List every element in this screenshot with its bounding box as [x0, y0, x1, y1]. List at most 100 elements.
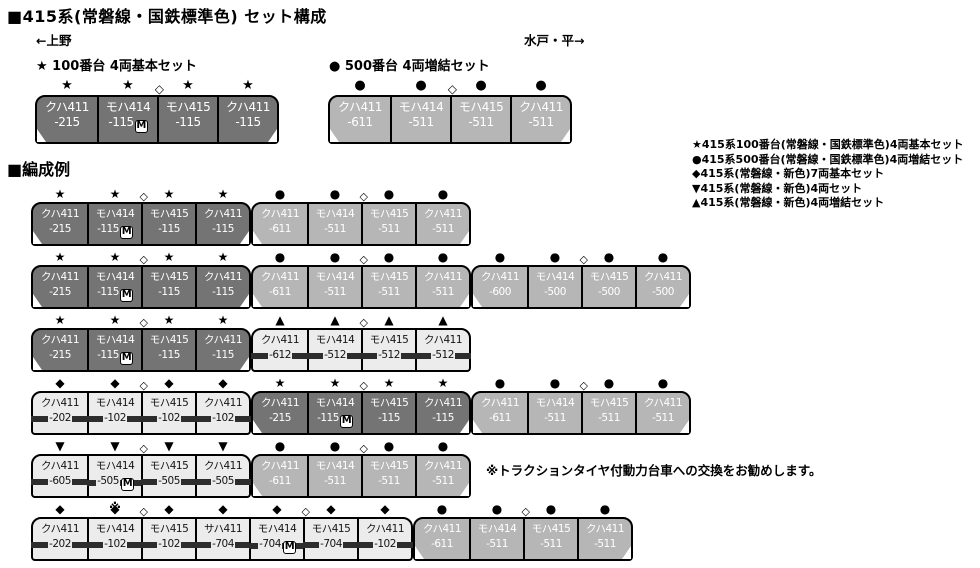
train-car: ★クハ411-215	[37, 79, 97, 142]
car-series: クハ411	[423, 208, 463, 220]
car-number-text: -102	[103, 412, 127, 424]
car-number-text: -115	[175, 115, 201, 129]
set-mark-icon: ★	[217, 313, 229, 327]
car-number-text: -115	[108, 115, 134, 129]
cab-front-icon	[33, 357, 42, 370]
motor-position-icon: ◇	[359, 442, 368, 455]
train-car: ●◇モハ414-511	[390, 79, 457, 142]
set-mark-icon: ●	[274, 250, 286, 264]
train-set: ◆クハ411-202◆◇モハ414-102◆モハ415-102◆サハ411-70…	[31, 502, 413, 561]
set-mark-icon: ▲	[384, 313, 394, 327]
car-number-text: -511	[378, 223, 400, 235]
train-car: ★モハ415-115	[361, 376, 415, 433]
car-series: クハ411	[40, 334, 80, 346]
car-number: -215	[37, 115, 97, 130]
train-car: ●◇モハ414-511	[527, 376, 588, 433]
car-number: -511	[452, 115, 510, 130]
car-number-text: -611	[269, 475, 291, 487]
set-mark-icon: ◆	[326, 502, 336, 516]
car-number: -511	[309, 222, 361, 237]
set-mark-icon: ★	[437, 376, 449, 390]
train-car: ★クハ411-215	[33, 313, 87, 370]
car-number: -512	[307, 348, 363, 363]
motor-position-icon: ◇	[359, 316, 368, 329]
set-mark-icon: ◆	[55, 376, 65, 390]
train-car: ◆モハ415-102	[141, 376, 197, 433]
car-number: -511	[417, 474, 469, 489]
direction-label-ueno: ←上野	[36, 33, 72, 48]
car-number: -202	[31, 411, 89, 426]
motor-icon: M	[119, 352, 133, 365]
train-car: ●クハ411-511	[415, 187, 469, 244]
car-series: モハ415	[149, 523, 189, 535]
car-series: クハ411	[480, 271, 520, 283]
motor-position-icon: ◇	[359, 190, 368, 203]
train-car: ★クハ411-115	[195, 250, 249, 307]
car-number-text: -511	[432, 223, 454, 235]
legend-item: ◆415系(常磐線・新色)7両基本セット	[692, 167, 885, 181]
car-number: -115	[197, 285, 249, 300]
train-car: ★クハ411-215	[33, 187, 87, 244]
legend-item: ●415系500番台(常磐線・国鉄標準色)4両増結セット	[692, 152, 964, 166]
motor-icon: M	[119, 226, 133, 239]
train-car: ●クハ411-611	[415, 502, 469, 559]
motor-icon: M	[339, 415, 353, 428]
cab-front-icon	[460, 231, 469, 244]
car-number-text: -704	[319, 538, 343, 550]
motor-position-icon: ◇	[139, 190, 148, 203]
train-car: ◆クハ411-202	[31, 502, 89, 559]
set-mark-icon: ◆	[110, 502, 120, 516]
car-number: -102	[357, 537, 413, 552]
set-mark-icon: ●	[549, 376, 561, 390]
legend-item: ▲415系(常磐線・新色)4両増結セット	[692, 196, 885, 210]
set-mark-icon: ●	[383, 187, 395, 201]
car-number-text: -511	[540, 538, 562, 550]
set-mark-icon: ●	[599, 502, 611, 516]
car-number-text: -511	[324, 223, 346, 235]
car-number-text: -511	[378, 286, 400, 298]
train-car: ★クハ411-115	[195, 187, 249, 244]
formation-row: ◆クハ411-202◆◇モハ414-102◆モハ415-102◆サハ411-70…	[31, 502, 633, 561]
car-number-text: -115	[158, 349, 180, 361]
car-number-text: -505	[96, 475, 120, 487]
train-car: ★モハ415-115	[157, 79, 217, 142]
car-number-text: -511	[468, 115, 494, 129]
car-series: モハ414	[257, 523, 297, 535]
car-series: モハ414	[95, 334, 135, 346]
set-mark-icon: ★	[217, 250, 229, 264]
car-number-text: -115	[235, 115, 261, 129]
set-mark-icon: ★	[163, 187, 175, 201]
set-mark-icon: ◆	[164, 376, 174, 390]
car-series: クハ411	[519, 100, 563, 114]
car-series: クハ411	[40, 271, 80, 283]
train-car: ▲クハ411-612	[251, 313, 309, 370]
cab-front-icon	[240, 231, 249, 244]
car-number: -115	[159, 115, 217, 130]
car-number: -511	[417, 285, 469, 300]
car-series: モハ414	[315, 208, 355, 220]
car-number-text: -611	[269, 223, 291, 235]
formation-row: ◆クハ411-202◆◇モハ414-102◆モハ415-102◆クハ411-10…	[31, 376, 691, 435]
car-number: -102	[141, 411, 197, 426]
car-series: クハ411	[365, 523, 405, 535]
car-series: モハ414	[398, 100, 444, 114]
car-number-text: -215	[54, 115, 80, 129]
set-mark-icon: ●	[657, 376, 669, 390]
set-mark-icon: ●	[545, 502, 557, 516]
car-series: モハ414	[95, 397, 135, 409]
car-series: クハ411	[40, 208, 80, 220]
car-number-text: -115	[97, 349, 119, 361]
car-series: モハ414	[315, 460, 355, 472]
motor-position-icon: ◇	[447, 82, 457, 96]
car-series: モハ414	[95, 208, 135, 220]
car-number: -115	[197, 222, 249, 237]
train-car: ●モハ415-511	[361, 439, 415, 496]
car-number: -605	[31, 474, 89, 489]
car-number-text: -500	[544, 286, 566, 298]
car-series: モハ414	[315, 334, 355, 346]
car-number-text: -511	[324, 286, 346, 298]
set-mark-icon: ★	[54, 250, 66, 264]
